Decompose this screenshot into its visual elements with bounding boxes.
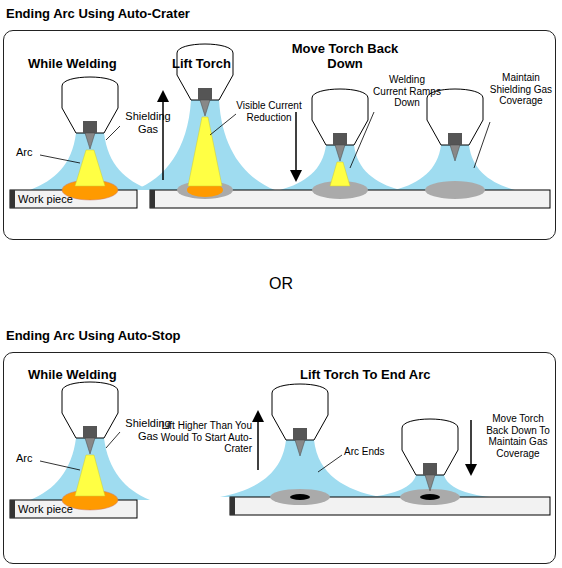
step-heading: While Welding — [28, 57, 148, 72]
step-heading: Lift Torch — [172, 57, 262, 72]
part-label: Shielding Gas — [118, 110, 178, 135]
step-heading: While Welding — [28, 368, 148, 383]
panel-title: Ending Arc Using Auto-Stop — [6, 328, 181, 343]
callout-note: Move Torch Back Down To Maintain Gas Cov… — [480, 413, 556, 459]
part-label: Work piece — [18, 193, 118, 206]
callout-note: Arc Ends — [344, 446, 400, 458]
part-label: Arc — [16, 452, 42, 465]
callout-note: Visible Current Reduction — [236, 100, 302, 123]
part-label: Work piece — [18, 503, 118, 516]
step-heading: Lift Torch To End Arc — [300, 368, 500, 383]
callout-note: Maintain Shielding Gas Coverage — [488, 72, 554, 107]
callout-note: Lift Higher Than You Would To Start Auto… — [150, 420, 252, 455]
separator-text: OR — [256, 275, 306, 293]
callout-note: Welding Current Ramps Down — [372, 74, 442, 109]
step-heading: Move Torch Back Down — [288, 42, 402, 72]
panel-frame: Ending Arc Using Auto-Stop — [3, 352, 556, 564]
panel-title: Ending Arc Using Auto-Crater — [6, 6, 190, 21]
part-label: Arc — [16, 146, 42, 159]
